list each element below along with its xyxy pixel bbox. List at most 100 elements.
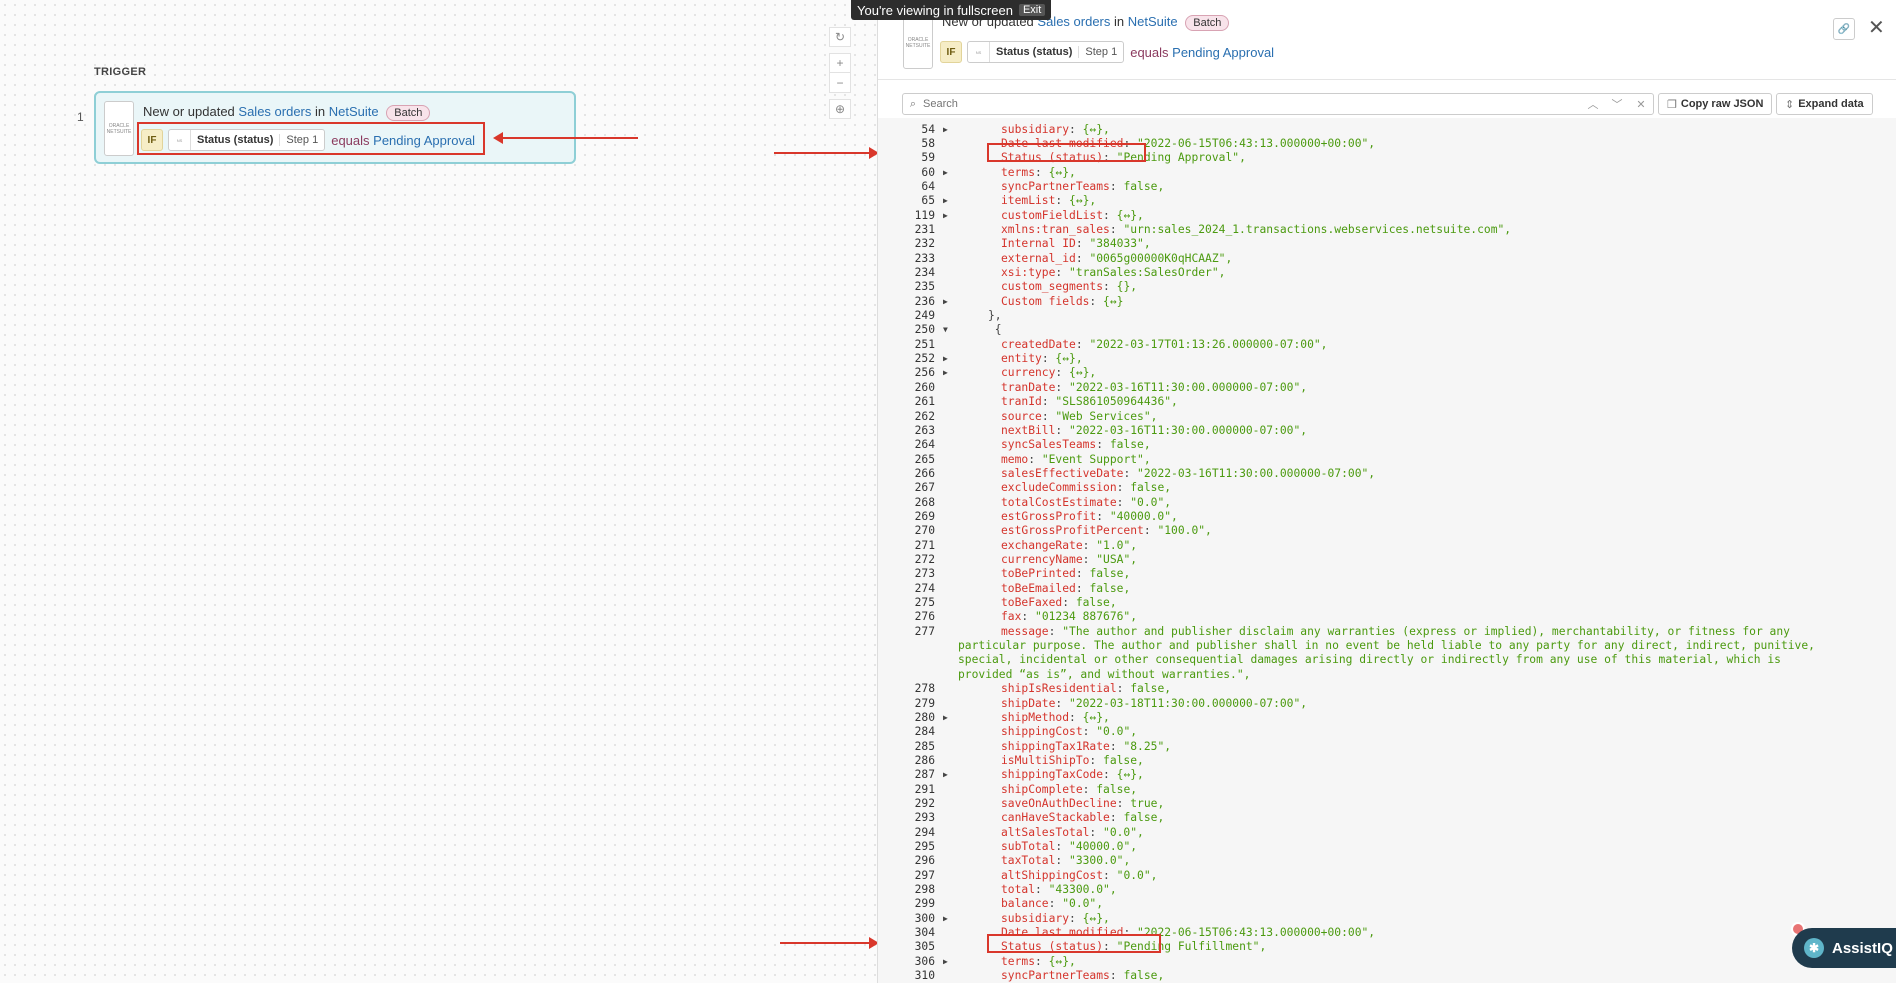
highlight-box-condition bbox=[137, 122, 485, 155]
clear-search-icon[interactable]: ✕ bbox=[1636, 98, 1646, 111]
json-content: syncSalesTeams: false, bbox=[1001, 438, 1151, 452]
json-content: custom_segments: {}, bbox=[1001, 280, 1138, 294]
json-content: canHaveStackable: false, bbox=[1001, 811, 1165, 825]
line-number: 294 bbox=[914, 825, 935, 839]
if-tag: IF bbox=[141, 129, 163, 151]
line-number: 232 bbox=[914, 237, 935, 251]
line-number: 266 bbox=[914, 466, 935, 480]
zoom-controls: ↻ + − ⊕ bbox=[829, 27, 851, 119]
expand-toggle-icon[interactable]: ▶ bbox=[943, 196, 948, 206]
json-content: toBePrinted: false, bbox=[1001, 567, 1131, 581]
zoom-out-button[interactable]: − bbox=[829, 73, 851, 93]
chevron-up-icon[interactable]: ︿ bbox=[1587, 99, 1599, 111]
expand-toggle-icon[interactable]: ▶ bbox=[943, 124, 948, 134]
json-line: 60▶terms: {↔}, bbox=[878, 166, 1896, 180]
json-content: estGrossProfit: "40000.0", bbox=[1001, 509, 1178, 523]
line-number: 275 bbox=[914, 596, 935, 610]
json-content: shippingTax1Rate: "8.25", bbox=[1001, 739, 1172, 753]
line-number: 286 bbox=[914, 753, 935, 767]
expand-data-button[interactable]: ⇕Expand data bbox=[1776, 93, 1873, 115]
json-content: shippingTaxCode: {↔}, bbox=[1001, 768, 1144, 782]
json-content: message: "The author and publisher discl… bbox=[1001, 624, 1790, 638]
json-content: external_id: "0065g00000K0qHCAAZ", bbox=[1001, 251, 1233, 265]
line-number: 295 bbox=[914, 840, 935, 853]
json-content: fax: "01234 887676", bbox=[1001, 610, 1138, 624]
expand-toggle-icon[interactable]: ▶ bbox=[943, 167, 948, 177]
json-content: entity: {↔}, bbox=[1001, 352, 1083, 366]
chevron-down-icon[interactable]: ﹀ bbox=[1611, 99, 1623, 111]
line-number: 274 bbox=[914, 581, 935, 595]
assistiq-button[interactable]: ✱ AssistIQ bbox=[1792, 928, 1896, 968]
json-content: { bbox=[988, 323, 1002, 337]
line-number: 252 bbox=[914, 352, 935, 366]
zoom-in-button[interactable]: + bbox=[829, 53, 851, 73]
expand-toggle-icon[interactable]: ▶ bbox=[943, 712, 948, 722]
line-number: 59 bbox=[921, 151, 935, 165]
json-content: subsidiary: {↔}, bbox=[1001, 911, 1110, 925]
line-number: 234 bbox=[914, 266, 935, 279]
json-line: particular purpose. The author and publi… bbox=[878, 639, 1896, 653]
line-number: 265 bbox=[914, 452, 935, 466]
close-icon[interactable]: ✕ bbox=[1868, 17, 1885, 39]
expand-icon: ⇕ bbox=[1785, 98, 1795, 111]
line-number: 60 bbox=[921, 165, 935, 179]
if-tag: IF bbox=[940, 41, 962, 63]
expand-toggle-icon[interactable]: ▶ bbox=[943, 368, 948, 378]
line-number: 236 bbox=[914, 294, 935, 308]
line-number: 299 bbox=[914, 897, 935, 911]
search-input[interactable] bbox=[923, 98, 1581, 110]
json-content: terms: {↔}, bbox=[1001, 954, 1076, 968]
json-content: shipDate: "2022-03-18T11:30:00.000000-07… bbox=[1001, 696, 1308, 710]
exit-fullscreen-button[interactable]: Exit bbox=[1018, 4, 1046, 16]
json-line: 300▶subsidiary: {↔}, bbox=[878, 912, 1896, 926]
collapse-toggle-icon[interactable]: ▼ bbox=[943, 325, 948, 335]
panel-condition: IF NS Status (status) Step 1 equals Pend… bbox=[940, 41, 1274, 63]
line-number: 278 bbox=[914, 682, 935, 696]
trigger-condition[interactable]: IF NS Status (status) Step 1 equals Pend… bbox=[141, 125, 475, 155]
reset-icon[interactable]: ↻ bbox=[829, 27, 851, 47]
workflow-canvas: TRIGGER 1 ORACLE NETSUITE New or updated… bbox=[0, 0, 879, 983]
json-content: altSalesTotal: "0.0", bbox=[1001, 825, 1144, 839]
fit-view-icon[interactable]: ⊕ bbox=[829, 99, 851, 119]
line-number: 273 bbox=[914, 567, 935, 581]
datapill[interactable]: NS Status (status) Step 1 bbox=[967, 41, 1125, 63]
fullscreen-banner: You're viewing in fullscreen Exit bbox=[851, 0, 1052, 20]
datapill[interactable]: NS Status (status) Step 1 bbox=[168, 129, 326, 151]
line-number: 272 bbox=[914, 553, 935, 566]
copy-raw-json-button[interactable]: ❐Copy raw JSON bbox=[1658, 93, 1773, 115]
trigger-card[interactable]: ORACLE NETSUITE New or updated Sales ord… bbox=[94, 91, 576, 164]
expand-toggle-icon[interactable]: ▶ bbox=[943, 354, 948, 364]
line-number: 261 bbox=[914, 395, 935, 409]
expand-toggle-icon[interactable]: ▶ bbox=[943, 956, 948, 966]
line-number: 249 bbox=[914, 309, 935, 323]
netsuite-logo-icon: ORACLE NETSUITE bbox=[104, 101, 134, 156]
line-number: 64 bbox=[921, 179, 935, 193]
json-line: 54▶subsidiary: {↔}, bbox=[878, 123, 1896, 137]
datapill-step: Step 1 bbox=[1078, 46, 1117, 58]
line-number: 267 bbox=[914, 481, 935, 495]
line-number: 285 bbox=[914, 739, 935, 753]
expand-toggle-icon[interactable]: ▶ bbox=[943, 770, 948, 780]
json-line: special, incidental or other consequenti… bbox=[878, 653, 1896, 667]
expand-toggle-icon[interactable]: ▶ bbox=[943, 913, 948, 923]
expand-toggle-icon[interactable]: ▶ bbox=[943, 210, 948, 220]
expand-toggle-icon[interactable]: ▶ bbox=[943, 296, 948, 306]
link-icon[interactable]: 🔗 bbox=[1833, 18, 1855, 40]
line-number: 284 bbox=[914, 725, 935, 739]
